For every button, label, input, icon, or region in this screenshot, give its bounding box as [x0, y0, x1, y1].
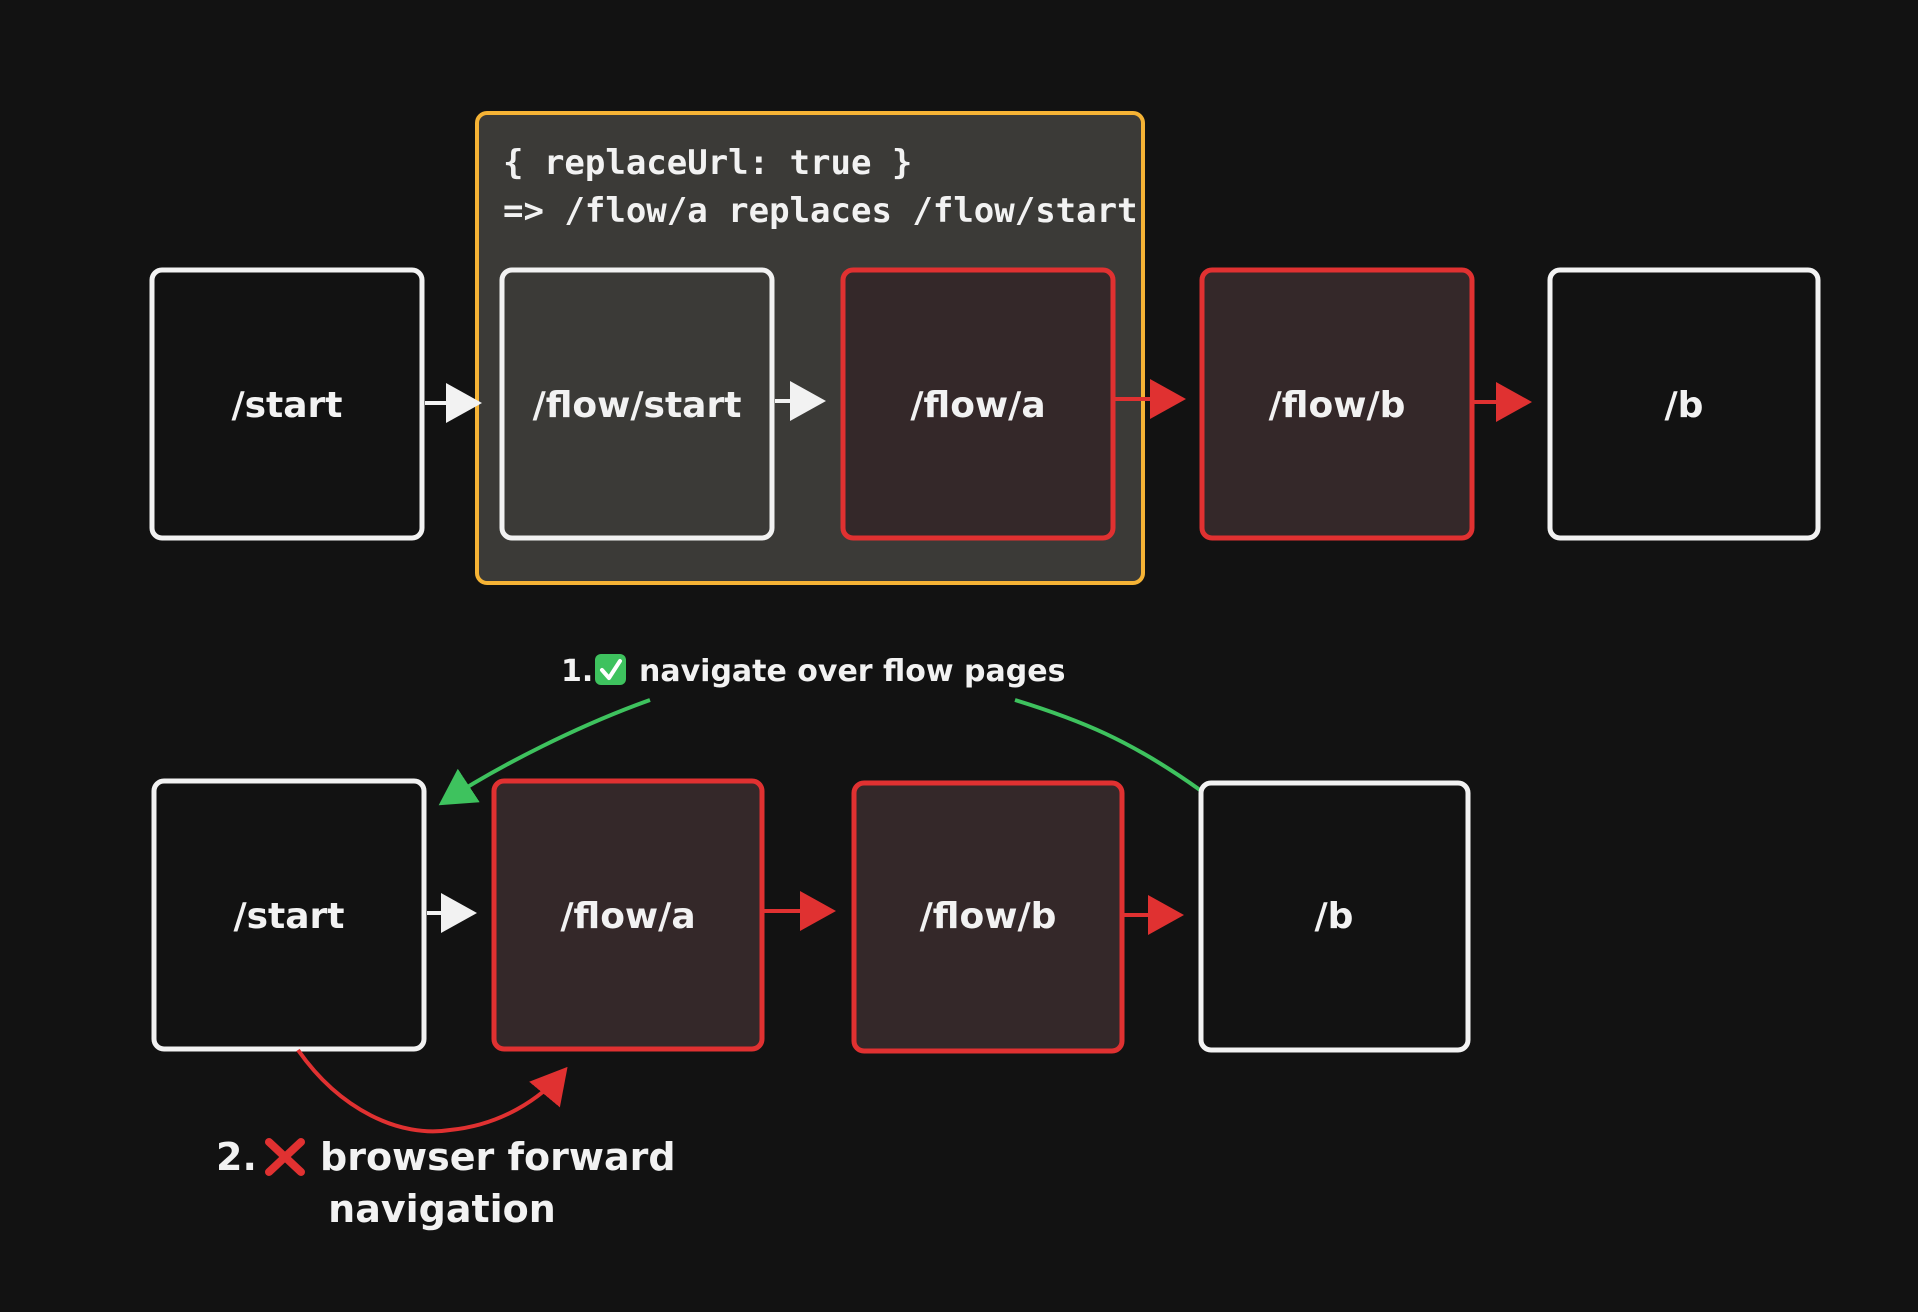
top-node-flow-start-label: /flow/start: [533, 385, 742, 426]
annotation-2-text-line-1: browser forward: [320, 1135, 676, 1179]
annotation-2-text-line-2: navigation: [328, 1187, 556, 1231]
annotation-1-number: 1.: [561, 654, 593, 689]
top-node-b: /b: [1547, 267, 1821, 541]
top-node-flow-start: /flow/start: [499, 267, 775, 541]
top-node-start-label: /start: [231, 385, 342, 426]
bottom-node-flow-a-label: /flow/a: [560, 896, 695, 937]
green-curve-arrow-head-segment: [438, 698, 651, 806]
check-mark-icon: [595, 654, 626, 685]
annotation-navigate-over-flow: 1. navigate over flow pages: [561, 654, 1065, 689]
bottom-node-b: /b: [1198, 780, 1471, 1053]
top-node-flow-b-label: /flow/b: [1269, 385, 1406, 426]
bottom-node-b-label: /b: [1315, 896, 1354, 937]
group-caption-line-2: => /flow/a replaces /flow/start: [503, 191, 1138, 231]
red-curve-arrow: [296, 1048, 568, 1134]
group-caption-line-1: { replaceUrl: true }: [503, 143, 912, 183]
top-node-flow-a-label: /flow/a: [910, 385, 1045, 426]
top-flow: { replaceUrl: true } => /flow/a replaces…: [149, 111, 1821, 585]
bottom-node-start: /start: [151, 778, 427, 1052]
bottom-node-start-label: /start: [233, 896, 344, 937]
green-curve-arrow: [1014, 698, 1202, 792]
annotation-browser-forward: 2. browser forward navigation: [216, 1135, 676, 1231]
cross-mark-icon: [265, 1138, 305, 1176]
annotation-2-number: 2.: [216, 1135, 257, 1179]
bottom-flow: 1. navigate over flow pages /start /flow…: [151, 654, 1471, 1231]
annotation-1-text: navigate over flow pages: [639, 654, 1065, 689]
top-node-b-label: /b: [1665, 385, 1704, 426]
top-node-start: /start: [149, 267, 425, 541]
bottom-node-flow-a: /flow/a: [491, 778, 765, 1052]
bottom-node-flow-b: /flow/b: [851, 780, 1125, 1054]
top-node-flow-a: /flow/a: [840, 267, 1116, 541]
bottom-node-flow-b-label: /flow/b: [920, 896, 1057, 937]
top-node-flow-b: /flow/b: [1199, 267, 1475, 541]
